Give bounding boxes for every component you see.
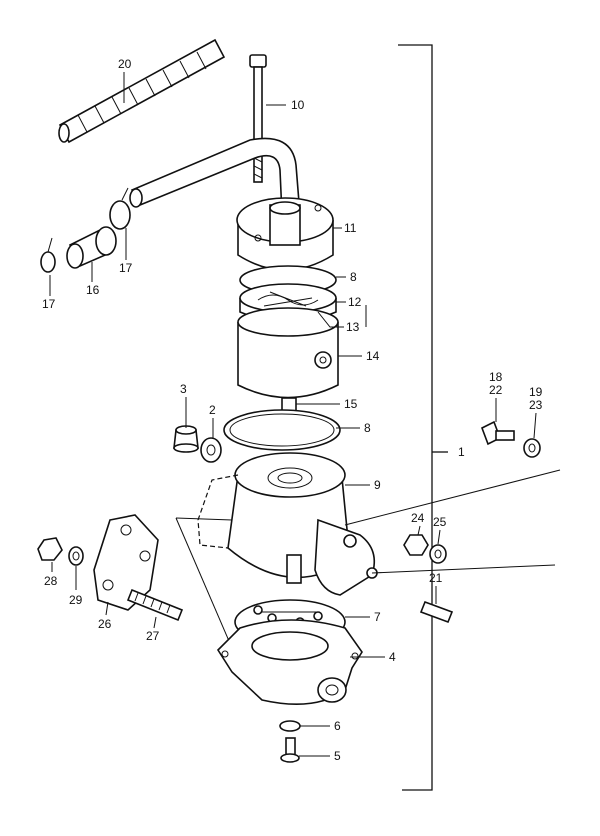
- callout-18: 18: [489, 370, 503, 384]
- bolt-part-18: [480, 420, 515, 446]
- nut-part-28: [37, 537, 63, 561]
- callout-11: 11: [344, 221, 357, 235]
- top-cover-part: [236, 197, 334, 271]
- washer-part-29: [68, 546, 84, 566]
- leader-lines: [175, 469, 561, 649]
- callout-4: 4: [389, 650, 396, 664]
- spiral-protector-part: [58, 38, 226, 144]
- callout-8-lower: 8: [364, 421, 371, 435]
- screw-part-5: [280, 737, 300, 763]
- callout-labels: 20 10 11 8 12 13 14 15 8 1 9 7 4 6 5 3 2…: [42, 57, 543, 763]
- cap-nut-part: [173, 425, 199, 453]
- callout-22: 22: [489, 383, 503, 397]
- callout-23: 23: [529, 398, 543, 412]
- pump-housing-part: [197, 452, 378, 596]
- washer-part-19: [523, 438, 541, 458]
- callout-1: 1: [458, 445, 465, 459]
- callout-15: 15: [344, 397, 358, 411]
- callout-10: 10: [291, 98, 305, 112]
- washer-part-6: [279, 720, 301, 732]
- hose-clamp-part-right: [109, 187, 131, 230]
- callout-2: 2: [209, 403, 216, 417]
- o-ring-part: [223, 409, 341, 451]
- pin-part-21: [419, 600, 454, 624]
- callout-13: 13: [346, 320, 360, 334]
- callout-21: 21: [429, 571, 443, 585]
- callout-6: 6: [334, 719, 341, 733]
- hose-joint-part: [66, 226, 117, 269]
- washer-part-2: [200, 437, 222, 463]
- callout-24: 24: [411, 511, 425, 525]
- callout-3: 3: [180, 382, 187, 396]
- callout-7: 7: [374, 610, 381, 624]
- long-bolt-part: [249, 54, 267, 183]
- callout-16: 16: [86, 283, 100, 297]
- hose-clamp-part-left: [40, 237, 56, 273]
- callout-leaders: [49, 72, 537, 757]
- callout-5: 5: [334, 749, 341, 763]
- callout-19: 19: [529, 385, 543, 399]
- callout-20: 20: [118, 57, 132, 71]
- callout-8-upper: 8: [350, 270, 357, 284]
- callout-14: 14: [366, 349, 380, 363]
- callout-17-right: 17: [119, 261, 133, 275]
- pump-base-part: [216, 619, 363, 705]
- callout-9: 9: [374, 478, 381, 492]
- stud-part-27: [126, 588, 184, 622]
- callout-28: 28: [44, 574, 58, 588]
- callout-25: 25: [433, 515, 447, 529]
- callout-26: 26: [98, 617, 112, 631]
- callout-29: 29: [69, 593, 83, 607]
- callout-27: 27: [146, 629, 160, 643]
- callout-17-left: 17: [42, 297, 56, 311]
- callout-12: 12: [348, 295, 362, 309]
- washer-part-25: [429, 544, 447, 564]
- assembly-bracket: [398, 44, 448, 791]
- nut-part-24: [403, 534, 429, 556]
